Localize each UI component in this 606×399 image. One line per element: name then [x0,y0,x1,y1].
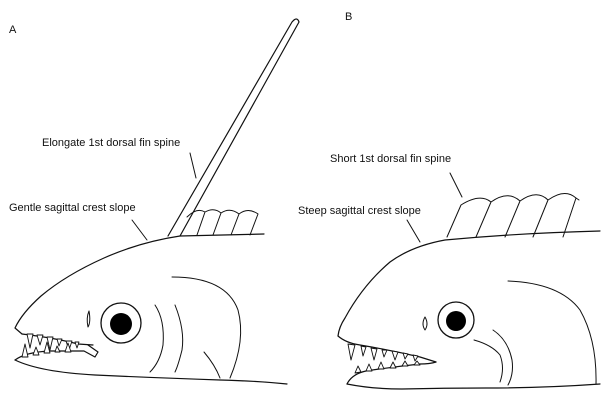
panel-a-dorsal-fin [187,210,258,235]
panel-b-spine-leader [450,173,462,197]
panel-a-cheek-line [150,305,163,372]
panel-a: A [9,19,299,384]
panel-a-spine-label: Elongate 1st dorsal fin spine [42,137,180,149]
panel-b-crest-label: Steep sagittal crest slope [298,205,421,217]
panel-b-spine-label: Short 1st dorsal fin spine [330,153,451,165]
panel-a-dorsal-spine [168,19,299,236]
panel-a-operculum [172,277,241,378]
panel-a-crest-leader [132,220,147,240]
panel-a-letter: A [9,24,17,36]
panel-a-gill-line [204,352,220,378]
panel-a-crest-label: Gentle sagittal crest slope [9,202,136,214]
panel-b-lower-jaw [347,384,600,389]
panel-a-preoperculum [175,305,183,372]
panel-a-upper-teeth [27,334,79,350]
panel-b-upper-teeth [348,344,418,361]
panel-a-eye [101,303,141,343]
panel-b-letter: B [345,11,352,23]
panel-b-cheek-line [474,340,503,382]
panel-a-nostril [87,311,90,327]
panel-b-crest-leader [407,220,420,242]
panel-a-spine-leader [190,153,196,178]
panel-b-dorsal-fin [447,193,579,237]
panel-b-eye [438,302,474,338]
panel-b: B [298,11,600,389]
panel-b-preoperculum [493,330,513,385]
panel-b-nostril [423,317,427,330]
panel-a-lower-jaw [15,360,287,384]
panel-b-operculum [508,281,596,384]
